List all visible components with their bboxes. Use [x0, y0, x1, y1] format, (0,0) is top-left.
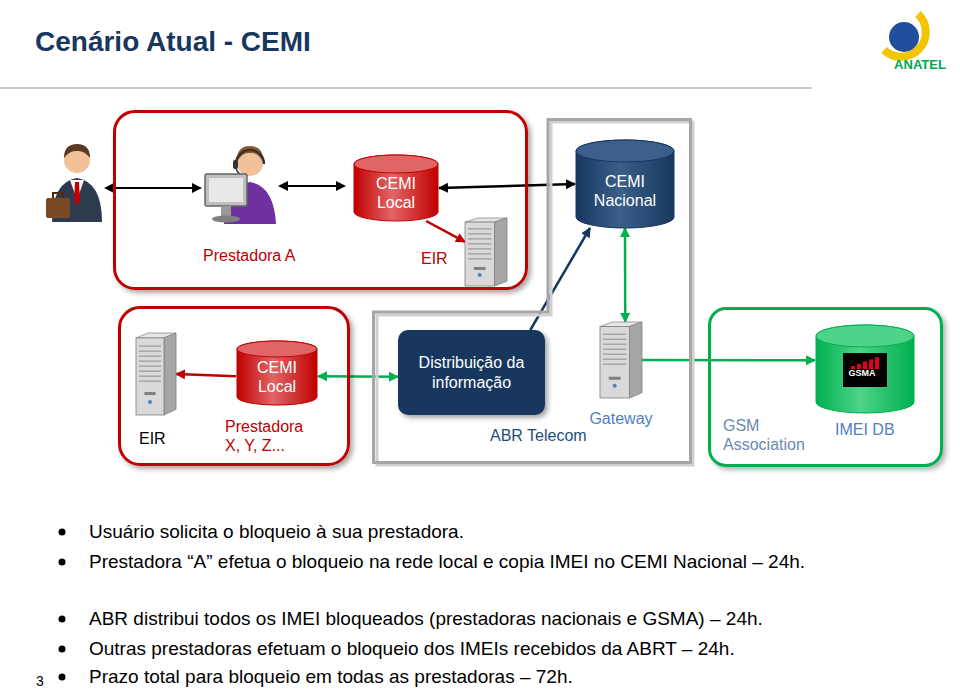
- database-cylinder: CEMI Local: [236, 341, 318, 405]
- connector-arrow: [318, 375, 398, 378]
- user-figure: [46, 144, 102, 222]
- operator-figure: [205, 146, 276, 224]
- anatel-logo: [884, 14, 926, 57]
- connector-arrow: [439, 184, 575, 188]
- node-label: IMEI DB: [835, 420, 895, 439]
- page-number: 3: [36, 673, 56, 690]
- node-label: CEMI Nacional: [581, 172, 669, 210]
- node-label: CEMI Local: [242, 358, 312, 396]
- bullet-text: ABR distribui todos os IMEI bloqueados (…: [89, 606, 889, 632]
- server-icon: EIR: [136, 333, 176, 415]
- server-icon: EIR: [465, 218, 507, 286]
- node-label: GSM Association: [723, 416, 828, 454]
- node-label: ABR Telecom: [490, 426, 587, 445]
- server-icon: Gateway: [600, 322, 642, 398]
- operator-group: Prestadora X, Y, Z... EIR CEMI Local: [118, 306, 350, 466]
- node-label: Distribuição da informação: [404, 353, 539, 391]
- connector-arrow: [176, 374, 236, 376]
- connector-arrow: [426, 221, 465, 242]
- node-label: Prestadora A: [203, 246, 296, 265]
- title-rule: [0, 87, 812, 89]
- database-cylinder: CEMI Nacional: [575, 140, 675, 228]
- node-label: EIR: [421, 249, 461, 268]
- bullet-text: Outras prestadoras efetuam o bloqueio do…: [89, 636, 889, 662]
- double-arrow: [104, 181, 346, 193]
- abr-group: ABR Telecom CEMI NacionalDistribuição da …: [372, 118, 695, 467]
- slide-title: Cenário Atual - CEMI: [35, 26, 311, 58]
- process-box: Distribuição da informação: [398, 330, 545, 415]
- shape-outline: [136, 333, 176, 415]
- connector-arrow: [642, 359, 815, 362]
- node-label: Gateway: [583, 409, 659, 428]
- database-cylinder: CEMI Local: [353, 155, 439, 221]
- node-label: CEMI Local: [359, 174, 433, 212]
- node-label: Prestadora X, Y, Z...: [225, 417, 317, 455]
- operator-group: Prestadora A CEMI LocalEIR: [113, 110, 528, 290]
- gsma-group: GSM Association IMEI DB: [708, 307, 943, 467]
- shape-outline: [465, 218, 507, 286]
- bullet-text: Prazo total para bloqueio em todas as pr…: [89, 664, 889, 690]
- bullet-text: Usuário solicita o bloqueio à sua presta…: [89, 519, 889, 545]
- shape-outline: [600, 322, 642, 398]
- connector-arrow: [624, 228, 627, 322]
- node-label: EIR: [139, 429, 179, 448]
- logo-text: ANATEL: [884, 57, 956, 73]
- logo-text: GSMA: [840, 368, 884, 379]
- bullet-text: Prestadora “A” efetua o bloqueio na rede…: [89, 549, 889, 575]
- bullet-dots: [59, 529, 66, 681]
